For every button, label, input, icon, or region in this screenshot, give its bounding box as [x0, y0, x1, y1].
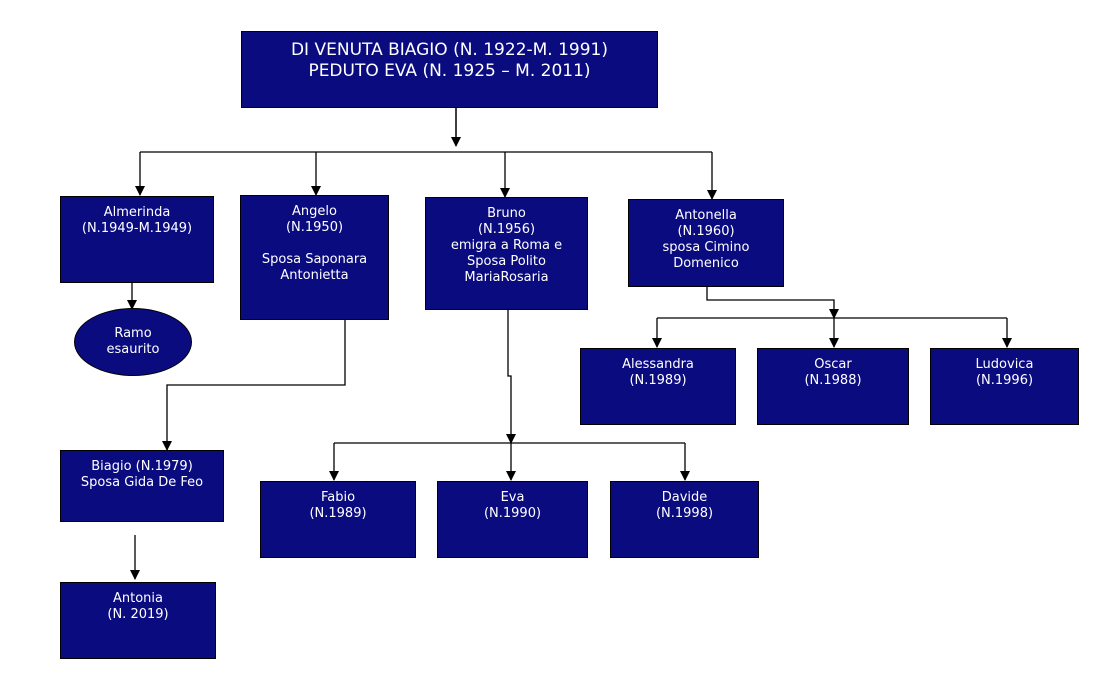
- node-davide: Davide (N.1998): [610, 481, 759, 558]
- node-biagio: Biagio (N.1979) Sposa Gida De Feo: [60, 450, 224, 522]
- node-almerinda: Almerinda (N.1949-M.1949): [60, 196, 214, 283]
- node-dates: (N.1988): [804, 373, 862, 388]
- node-name: Biagio (N.1979): [91, 459, 193, 474]
- node-dates: (N.1989): [309, 506, 367, 521]
- node-angelo: Angelo (N.1950) Sposa Saponara Antoniett…: [240, 195, 389, 320]
- node-eva: Eva (N.1990): [437, 481, 588, 558]
- node-spouse-line-2: Domenico: [673, 256, 739, 271]
- node-note: emigra a Roma e: [450, 238, 563, 253]
- node-spouse-line-1: Sposa Polito: [467, 254, 546, 269]
- node-dates: (N.1950): [285, 220, 344, 235]
- node-alessandra: Alessandra (N.1989): [580, 348, 736, 425]
- node-name: Fabio: [320, 490, 356, 505]
- node-spouse: Sposa Gida De Feo: [80, 475, 204, 490]
- node-spouse-line-1: sposa Cimino: [662, 240, 750, 255]
- node-dates: (N.1996): [975, 373, 1034, 388]
- ellipse-line-1: Ramo: [114, 326, 152, 341]
- root-line-1: DI VENUTA BIAGIO (N. 1922-M. 1991): [290, 40, 609, 60]
- edge-bruno-bus: [506, 310, 516, 444]
- node-name: Bruno: [487, 206, 526, 221]
- node-dates: (N.1998): [655, 506, 714, 521]
- edge-angelo-biagio: [162, 320, 346, 451]
- node-spacer: [241, 236, 388, 252]
- node-dates: (N. 2019): [107, 607, 169, 622]
- node-dates: (N.1990): [483, 506, 542, 521]
- node-spouse-line-1: Sposa Saponara: [261, 252, 368, 267]
- node-dates: (N.1960): [677, 224, 735, 239]
- node-name: Almerinda: [103, 205, 171, 220]
- node-ramo-esaurito: Ramo esaurito: [74, 308, 192, 376]
- node-fabio: Fabio (N.1989): [260, 481, 416, 558]
- ellipse-line-2: esaurito: [106, 342, 160, 357]
- root-line-2: PEDUTO EVA (N. 1925 – M. 2011): [308, 61, 591, 81]
- node-name: Antonella: [675, 208, 737, 223]
- node-bruno: Bruno (N.1956) emigra a Roma e Sposa Pol…: [425, 197, 588, 310]
- node-name: Eva: [500, 490, 525, 505]
- node-name: Alessandra: [622, 357, 694, 372]
- node-name: Antonia: [112, 591, 163, 606]
- node-spouse-line-2: Antonietta: [280, 268, 349, 283]
- node-dates: (N.1989): [629, 373, 687, 388]
- edge-antonella-bus: [706, 287, 839, 319]
- node-dates: (N.1949-M.1949): [81, 221, 193, 236]
- node-name: Angelo: [292, 204, 337, 219]
- node-spouse-line-2: MariaRosaria: [464, 270, 549, 285]
- node-antonia: Antonia (N. 2019): [60, 582, 216, 659]
- node-dates: (N.1956): [477, 222, 536, 237]
- node-name: Ludovica: [975, 357, 1034, 372]
- node-name: Davide: [661, 490, 708, 505]
- node-ludovica: Ludovica (N.1996): [930, 348, 1079, 425]
- node-oscar: Oscar (N.1988): [757, 348, 909, 425]
- root-node-parents: DI VENUTA BIAGIO (N. 1922-M. 1991) PEDUT…: [241, 31, 658, 108]
- node-antonella: Antonella (N.1960) sposa Cimino Domenico: [628, 199, 784, 287]
- node-name: Oscar: [814, 357, 852, 372]
